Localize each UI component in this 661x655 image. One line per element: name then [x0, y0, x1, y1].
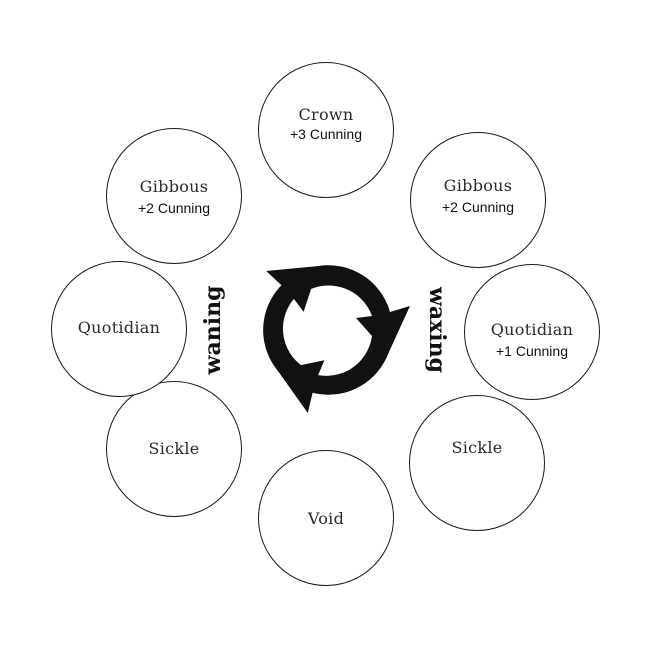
phase-gibbous-right: Gibbous +2 Cunning: [410, 132, 546, 268]
phase-name: Gibbous: [443, 176, 513, 195]
phase-sickle-right: Sickle: [409, 395, 545, 531]
phase-name: Quotidian: [490, 320, 574, 339]
phase-sickle-left: Sickle: [106, 381, 242, 517]
phase-bonus: +2 Cunning: [441, 199, 514, 215]
phase-crown: Crown +3 Cunning: [258, 62, 394, 198]
phase-gibbous-left: Gibbous +2 Cunning: [106, 128, 242, 264]
phase-void: Void: [258, 450, 394, 586]
phase-name: Crown: [298, 105, 354, 124]
phase-bonus: +2 Cunning: [137, 200, 210, 216]
phase-bonus: +3 Cunning: [289, 126, 362, 142]
phase-name: Quotidian: [77, 318, 161, 337]
waxing-label: waxing: [424, 286, 450, 374]
waning-label: waning: [200, 285, 226, 375]
phase-name: Sickle: [148, 439, 200, 458]
phase-quotidian-left: Quotidian: [51, 261, 187, 397]
phase-quotidian-right: Quotidian +1 Cunning: [464, 264, 600, 400]
phase-name: Sickle: [451, 438, 503, 457]
phase-bonus: +1 Cunning: [495, 343, 568, 359]
phase-name: Gibbous: [139, 177, 209, 196]
phase-name: Void: [307, 509, 345, 528]
